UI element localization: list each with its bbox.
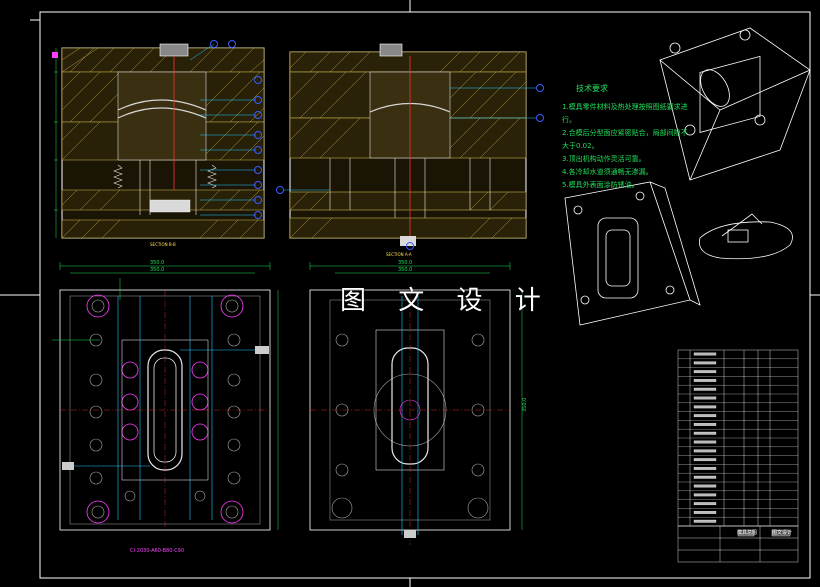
bom-cell-text	[693, 379, 717, 382]
section-left-caption: SECTION B-B	[150, 242, 176, 247]
plan-view-left: 350.0 350.0	[52, 260, 279, 531]
bom-cell-text	[693, 440, 717, 444]
plan-right-dim-inner: 350.0	[398, 267, 412, 273]
bom-cell-text	[693, 502, 717, 506]
plan-view-right: 350.0 350.0 350.0	[309, 260, 528, 545]
plan-left-dim-top: 350.0	[150, 260, 164, 266]
tech-req-line: 3.顶出机构动作灵活可靠。	[562, 155, 646, 163]
bom-cell-text	[693, 414, 717, 418]
plan-right-dim-top: 350.0	[398, 260, 412, 266]
iso-view-part	[699, 213, 793, 260]
bom-cell-text	[693, 361, 717, 365]
plan-right-dim-height: 350.0	[522, 398, 528, 412]
title-block-company: 图文设计	[772, 530, 793, 536]
plan-left-note: CI-2030-A60-B80-C90	[130, 548, 184, 554]
bom-cell-text	[693, 449, 717, 453]
technical-requirements: 技术要求 1.模具零件材料及热处理按照图纸要求进行。 2.合模后分型面应紧密贴合…	[562, 82, 692, 192]
section-right-caption: SECTION A-A	[386, 252, 412, 257]
iso-view-bottom	[564, 181, 701, 326]
title-block-drawing-name: 模具总图	[737, 530, 758, 536]
bom-cell-text	[693, 396, 717, 400]
bom-cell-text	[693, 458, 717, 462]
bom-cell-text	[693, 493, 717, 497]
title-block	[677, 525, 799, 563]
iso-view-top	[659, 27, 811, 181]
bom-cell-text	[693, 387, 717, 391]
tech-req-line: 1.模具零件材料及热处理按照图纸要求进行。	[562, 103, 688, 124]
bom-cell-text	[693, 511, 717, 514]
watermark-title: 图 文 设 计	[340, 286, 553, 316]
tech-req-line: 2.合模后分型面应紧密贴合，局部间隙不大于0.02。	[562, 129, 688, 150]
tech-req-title: 技术要求	[576, 84, 608, 93]
bom-cell-text	[693, 423, 717, 426]
section-view-right	[276, 43, 544, 250]
bom-cell-text	[693, 431, 717, 435]
bom-cell-text	[693, 467, 717, 470]
bom-cell-text	[693, 352, 717, 356]
bom-cell-text	[693, 405, 717, 409]
bom-cell-text	[693, 519, 717, 523]
bom-cell-text	[693, 484, 717, 488]
plan-left-dim-inner: 350.0	[150, 267, 164, 273]
section-view-left	[52, 40, 265, 239]
tech-req-line: 4.各冷却水道须通畅无渗漏。	[562, 168, 653, 176]
bom-cell-text	[693, 475, 717, 479]
tech-req-line: 5.模具外表面涂防锈油。	[562, 181, 639, 189]
bom-cell-text	[693, 370, 717, 374]
